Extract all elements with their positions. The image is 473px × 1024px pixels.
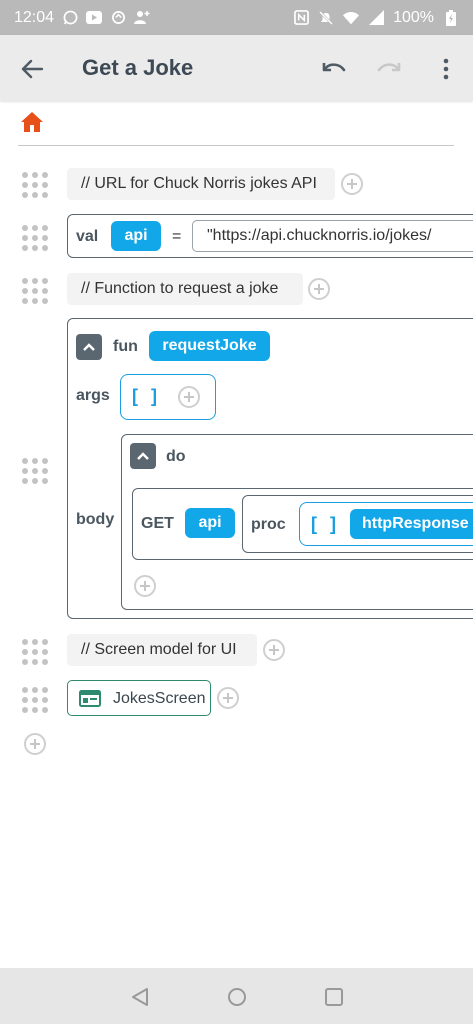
- screen-block[interactable]: JokesScreen: [67, 680, 211, 716]
- more-options-button[interactable]: [432, 55, 460, 83]
- page-title: Get a Joke: [82, 55, 194, 80]
- whatsapp-icon: [62, 10, 78, 26]
- drag-handle[interactable]: [22, 225, 48, 251]
- do-keyword: do: [166, 448, 186, 465]
- function-block[interactable]: fun requestJoke args [ ] body do GET api…: [67, 318, 473, 619]
- comment-block[interactable]: // Function to request a joke: [67, 273, 303, 305]
- body-label: body: [76, 511, 115, 528]
- url-string[interactable]: "https://api.chucknorris.io/jokes/: [192, 220, 473, 252]
- add-icon[interactable]: [308, 278, 330, 300]
- val-keyword: val: [76, 228, 99, 245]
- mute-icon: [318, 10, 334, 26]
- youtube-icon: [86, 10, 103, 26]
- drag-handle[interactable]: [22, 278, 48, 304]
- drag-handle[interactable]: [22, 458, 48, 484]
- screen-icon: [79, 690, 101, 707]
- equals-sign: =: [172, 228, 182, 245]
- home-button[interactable]: [20, 111, 46, 135]
- status-bar: 12:04 100%: [0, 0, 473, 35]
- recents-nav-icon[interactable]: [323, 986, 345, 1008]
- nfc-icon: [293, 10, 309, 26]
- more-vert-icon: [443, 58, 449, 80]
- collapse-button[interactable]: [130, 443, 156, 469]
- undo-icon: [322, 63, 346, 72]
- signal-icon: [368, 10, 384, 26]
- proc-args[interactable]: [ ] httpResponse: [299, 502, 473, 546]
- battery-icon: [443, 9, 459, 26]
- sync-icon: [110, 10, 126, 26]
- args-list[interactable]: [ ]: [120, 374, 216, 420]
- add-icon[interactable]: [134, 575, 156, 597]
- add-icon[interactable]: [263, 639, 285, 661]
- drag-handle[interactable]: [22, 172, 48, 198]
- get-argument[interactable]: api: [185, 508, 235, 538]
- screen-name: JokesScreen: [113, 690, 206, 707]
- val-block[interactable]: val api = "https://api.chucknorris.io/jo…: [67, 214, 473, 258]
- fun-keyword: fun: [113, 338, 138, 355]
- do-block[interactable]: do GET api proc [ ] httpResponse: [121, 434, 473, 610]
- arrow-back-icon: [21, 59, 43, 79]
- proc-brackets: [ ]: [311, 514, 340, 534]
- undo-button[interactable]: [320, 55, 348, 83]
- redo-icon: [377, 63, 401, 72]
- variable-name[interactable]: api: [111, 221, 161, 251]
- navigation-bar: [0, 968, 473, 1024]
- comment-block[interactable]: // Screen model for UI: [67, 634, 257, 666]
- add-icon[interactable]: [178, 386, 200, 408]
- home-nav-icon[interactable]: [226, 986, 248, 1008]
- clock: 12:04: [14, 8, 55, 26]
- proc-block[interactable]: proc [ ] httpResponse: [242, 495, 473, 553]
- get-block[interactable]: GET api proc [ ] httpResponse: [132, 488, 473, 560]
- proc-parameter[interactable]: httpResponse: [350, 509, 473, 539]
- add-icon[interactable]: [341, 173, 363, 195]
- redo-button[interactable]: [375, 55, 403, 83]
- args-brackets: [ ]: [132, 386, 161, 406]
- divider: [18, 145, 454, 146]
- args-label: args: [76, 387, 110, 404]
- app-bar: Get a Joke: [0, 35, 473, 101]
- home-icon: [21, 112, 43, 132]
- battery-percent: 100%: [393, 8, 434, 26]
- drag-handle[interactable]: [22, 687, 48, 713]
- wifi-icon: [343, 10, 360, 26]
- proc-keyword: proc: [251, 516, 286, 533]
- add-person-icon: [134, 10, 150, 26]
- comment-block[interactable]: // URL for Chuck Norris jokes API: [67, 168, 335, 200]
- back-nav-icon[interactable]: [129, 986, 151, 1008]
- get-keyword: GET: [141, 515, 174, 532]
- add-block-icon[interactable]: [24, 733, 46, 755]
- drag-handle[interactable]: [22, 639, 48, 665]
- url-string-text: "https://api.chucknorris.io/jokes/: [207, 227, 432, 244]
- chevron-up-icon: [137, 452, 149, 460]
- function-name[interactable]: requestJoke: [149, 331, 270, 361]
- collapse-button[interactable]: [76, 334, 102, 360]
- chevron-up-icon: [83, 343, 95, 351]
- back-button[interactable]: [18, 55, 46, 83]
- add-icon[interactable]: [217, 687, 239, 709]
